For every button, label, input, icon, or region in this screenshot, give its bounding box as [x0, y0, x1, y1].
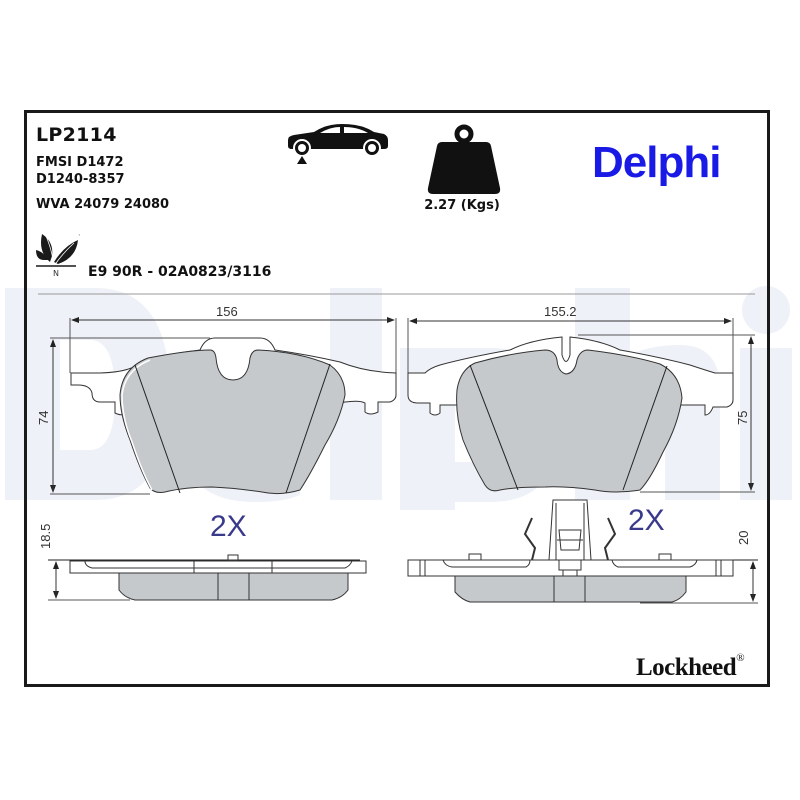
weight-value: 2.27 (Kgs)	[424, 198, 500, 213]
right-height-dim: 75	[735, 411, 750, 425]
left-pad-side-view	[48, 554, 367, 601]
right-width-dim: 155.2	[544, 304, 577, 319]
svg-text:™: ™	[78, 234, 80, 240]
left-pad-front-view	[50, 317, 397, 495]
delphi-logo: Delphi	[592, 138, 721, 187]
oe-reference: D1240-8357	[36, 172, 125, 187]
weight-icon	[426, 124, 502, 196]
left-thickness-dim: 18.5	[38, 524, 53, 549]
left-width-dim: 156	[216, 304, 238, 319]
right-pad-front-view	[407, 318, 755, 493]
eco-leaf-icon: ™ N	[34, 226, 83, 278]
fmsi-code: FMSI D1472	[36, 155, 124, 170]
ece-approval: E9 90R - 02A0823/3116	[88, 264, 272, 280]
right-pad-side-view	[407, 499, 758, 604]
registered-mark: ®	[736, 652, 745, 664]
wva-numbers: WVA 24079 24080	[36, 197, 170, 212]
svg-text:N: N	[53, 269, 59, 278]
left-quantity: 2X	[210, 510, 247, 543]
part-number: LP2114	[36, 124, 117, 146]
lockheed-wordmark: Lockheed	[636, 654, 737, 681]
lockheed-logo: Lockheed®	[636, 652, 745, 682]
car-front-axle-icon	[286, 122, 394, 166]
right-quantity: 2X	[628, 504, 665, 537]
right-thickness-dim: 20	[736, 531, 751, 545]
left-height-dim: 74	[36, 411, 51, 425]
